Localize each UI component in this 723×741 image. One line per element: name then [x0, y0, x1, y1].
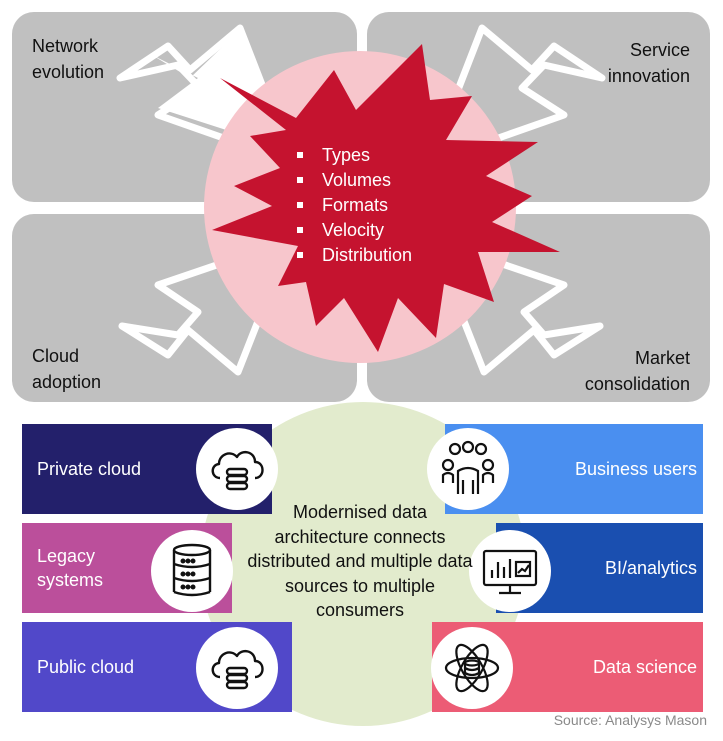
icon-circle-bi-analytics: [469, 530, 551, 612]
bullet-item: Volumes: [295, 168, 412, 193]
source-note: Source: Analysys Mason: [553, 712, 707, 728]
data-dimensions-list: Types Volumes Formats Velocity Distribut…: [295, 143, 412, 268]
label-business-users: Business users: [574, 459, 697, 479]
label-network-evolution: Network evolution: [32, 36, 105, 82]
label-data-science: Data science: [592, 657, 697, 677]
red-starburst: [212, 44, 560, 352]
bullet-item: Formats: [295, 193, 412, 218]
bullet-item: Velocity: [295, 218, 412, 243]
label-public-cloud: Public cloud: [37, 657, 135, 677]
icon-circle-legacy-systems: [151, 530, 233, 612]
label-cloud-adoption: Cloud adoption: [32, 346, 102, 392]
bullet-item: Types: [295, 143, 412, 168]
label-private-cloud: Private cloud: [37, 459, 142, 479]
icon-circle-business-users: [427, 428, 509, 510]
label-bi-analytics: BI/analytics: [604, 558, 697, 578]
hub-description: Modernised data architecture connects di…: [247, 502, 473, 620]
cloud-database-icon: [211, 649, 264, 690]
atom-database-icon: [444, 643, 500, 693]
icon-circle-private-cloud: [196, 428, 278, 510]
server-stack-icon: [172, 543, 212, 597]
icon-circle-data-science: [431, 627, 513, 709]
label-service-innovation: Service innovation: [607, 40, 690, 86]
analytics-dashboard-icon: [482, 549, 538, 595]
cloud-database-icon: [211, 450, 264, 491]
label-legacy-systems: Legacy systems: [37, 546, 104, 590]
label-market-consolidation: Market consolidation: [584, 348, 690, 394]
bullet-item: Distribution: [295, 243, 412, 268]
icon-circle-public-cloud: [196, 627, 278, 709]
user-group-icon: [441, 440, 495, 494]
